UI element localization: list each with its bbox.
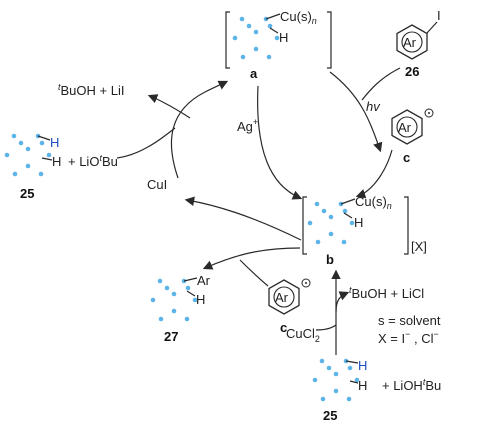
compound-25-bottom: H H 25 — [312, 358, 367, 423]
light-hv: hv — [366, 99, 381, 114]
cu-substituent: Cu(s)n — [280, 9, 317, 26]
h-label-bottom: H — [52, 154, 61, 169]
ring-label: Ar — [398, 120, 412, 135]
reagent-ag-plus: Ag+ — [237, 117, 258, 134]
carborane-cage — [150, 278, 198, 322]
bracket-left — [225, 11, 230, 69]
compound-27: Ar H 27 — [150, 273, 211, 344]
arrow-b-to-cui — [184, 196, 302, 241]
h-label-top: H — [358, 358, 367, 373]
compound-b: Cu(s)n H b [X] — [302, 194, 427, 267]
compound-label-27: 27 — [164, 329, 178, 344]
reagent-cui: CuI — [147, 177, 167, 192]
compound-a: Cu(s)n H a — [225, 9, 332, 81]
bracket-right — [327, 11, 332, 69]
byproduct-tbuoh-licl: tBuOH + LiCl — [349, 285, 424, 301]
arrow-release-licl — [335, 291, 350, 313]
arrow-cucl2-join — [315, 324, 337, 331]
note-solvent: s = solvent — [378, 313, 441, 328]
bracket-right — [404, 196, 409, 255]
compound-label-b: b — [326, 252, 334, 267]
ring-label: Ar — [403, 35, 417, 50]
h-label-bottom: H — [358, 378, 367, 393]
compound-c-radical-mid: Ar c — [268, 278, 311, 335]
compound-25-left: H H 25 — [4, 133, 61, 201]
carborane-cage — [4, 133, 52, 177]
arrow-cui-to-a — [170, 80, 229, 179]
byproduct-tbuoh-lii: tBuOH + LiI — [58, 82, 124, 98]
arrow-a-to-b — [257, 85, 303, 200]
reagent-cucl2: CuCl2 — [286, 326, 320, 344]
reagent-lio-tbu: + LiOtBu — [68, 153, 118, 169]
arrow-c-join — [239, 259, 269, 287]
arrow-c-to-b — [355, 149, 393, 199]
reagent-lioh-tbu: + LiOHtBu — [382, 377, 441, 393]
carborane-cage — [312, 358, 360, 402]
h-label: H — [196, 292, 205, 307]
h-label-top: H — [50, 135, 59, 150]
ring-label: Ar — [275, 290, 289, 305]
compound-label-c: c — [280, 320, 287, 335]
carborane-cage — [307, 201, 355, 245]
arrow-26-join — [361, 67, 401, 101]
counterion: [X] — [411, 239, 427, 254]
compound-label-25: 25 — [323, 408, 337, 423]
iodo-substituent: I — [437, 8, 441, 23]
compound-label-a: a — [250, 66, 258, 81]
h-label: H — [279, 30, 288, 45]
cu-substituent: Cu(s)n — [355, 194, 392, 211]
ar-substituent: Ar — [197, 273, 211, 288]
radical-dot — [305, 282, 307, 284]
arrow-release-lii — [147, 94, 191, 119]
compound-26: Ar I 26 — [396, 8, 441, 79]
note-counterion: X = I− , Cl− — [378, 329, 439, 346]
bracket-left — [302, 196, 307, 255]
arrow-b-to-27 — [202, 247, 301, 270]
compound-c-radical-top: Ar c — [391, 108, 434, 165]
arrow-from-25 — [116, 127, 176, 159]
radical-dot — [428, 112, 430, 114]
compound-label-c: c — [403, 150, 410, 165]
carborane-cage — [232, 16, 280, 60]
arrow-a-to-c — [329, 71, 383, 153]
compound-label-25: 25 — [20, 186, 34, 201]
compound-label-26: 26 — [405, 64, 419, 79]
h-label: H — [354, 215, 363, 230]
